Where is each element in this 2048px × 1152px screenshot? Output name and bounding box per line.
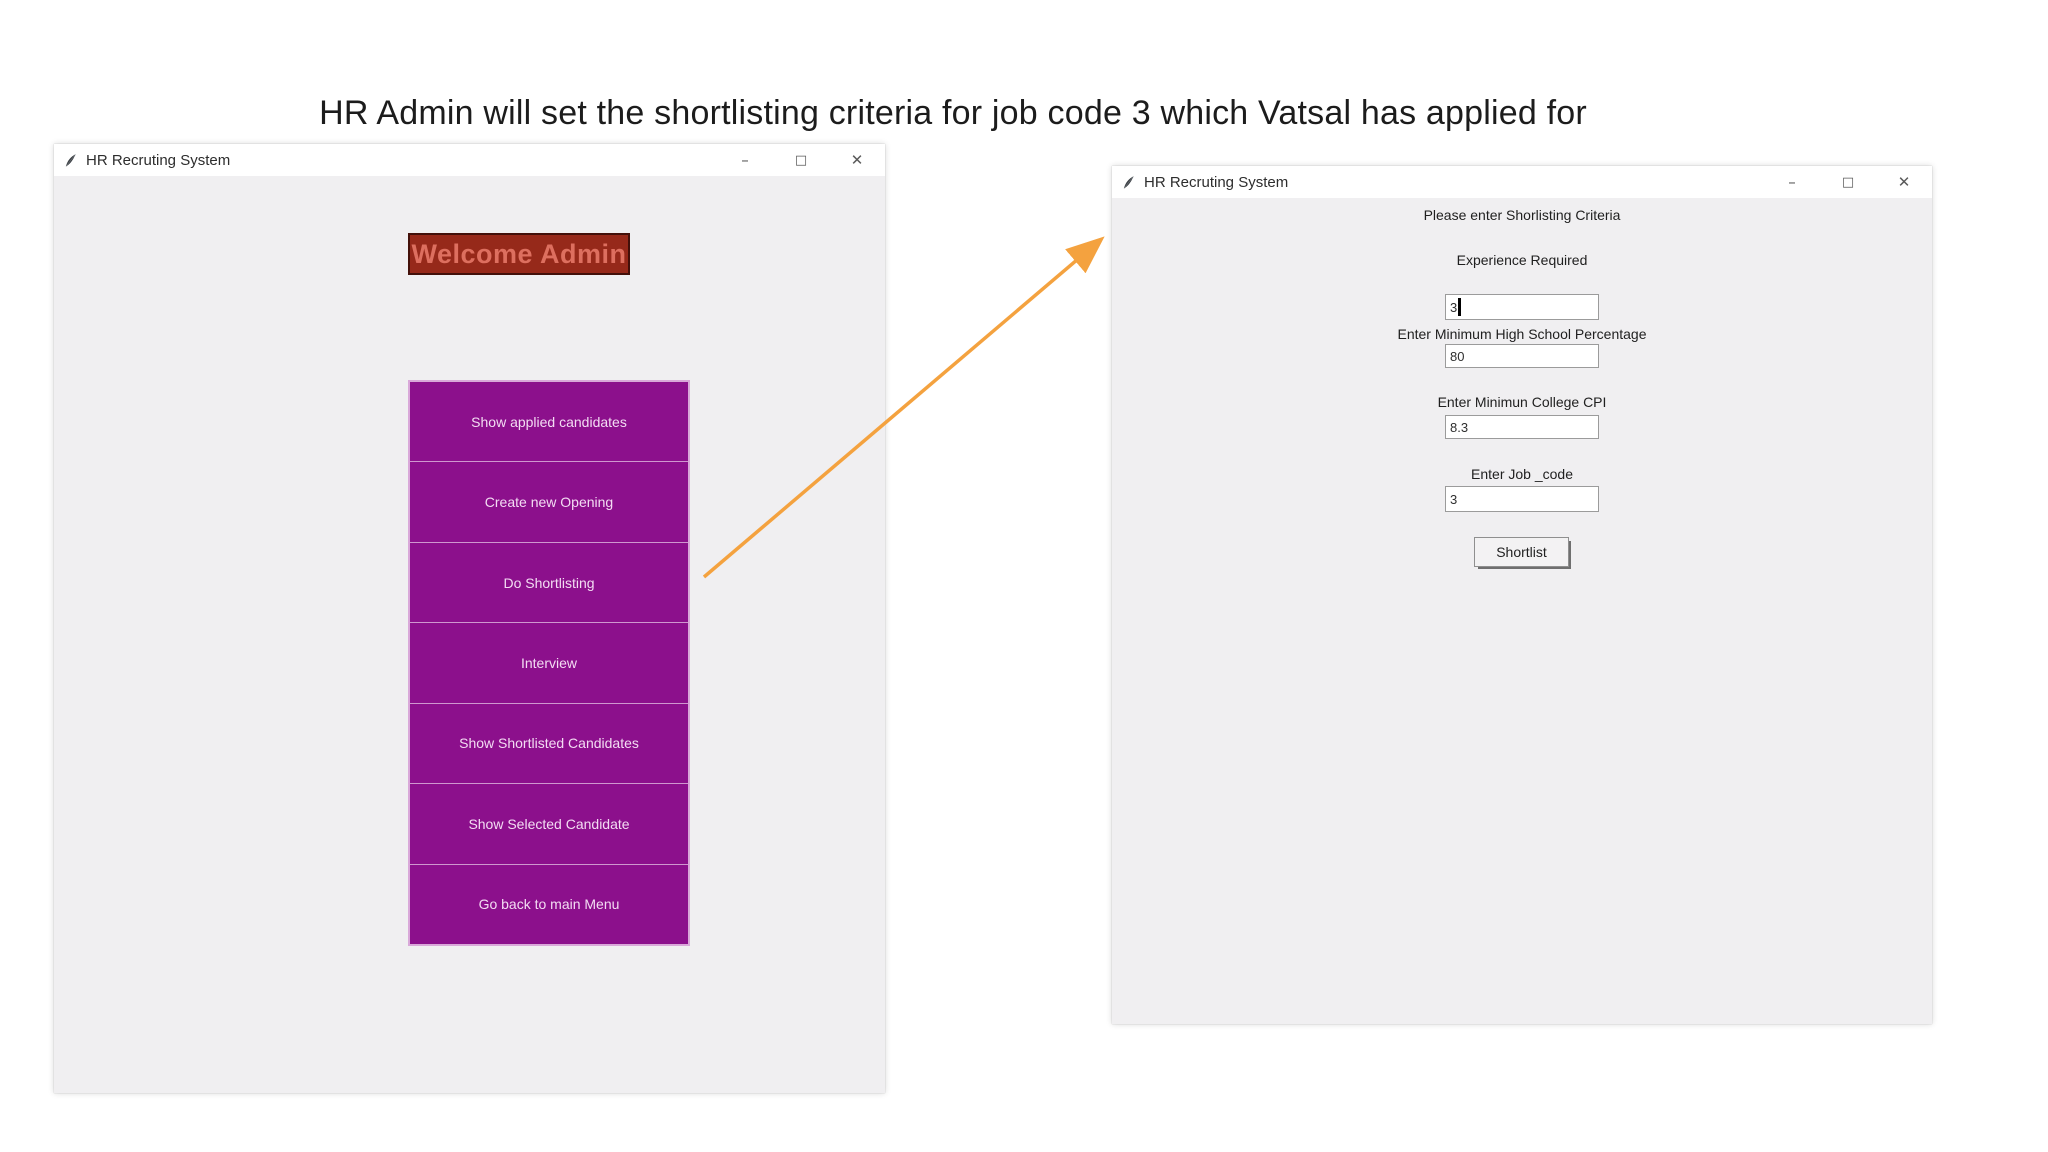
titlebar: HR Recruting System – □ ✕ <box>1112 166 1932 198</box>
min-high-school-percentage-input[interactable] <box>1445 344 1599 368</box>
experience-required-field-wrap <box>1445 294 1599 320</box>
label-min-college-cpi: Enter Minimun College CPI <box>1437 394 1607 410</box>
titlebar: HR Recruting System – □ ✕ <box>54 144 885 176</box>
maximize-button[interactable]: □ <box>1841 174 1855 190</box>
admin-menu: Show applied candidates Create new Openi… <box>408 380 690 946</box>
window-controls: – □ ✕ <box>1764 166 1932 198</box>
menu-button-show-selected[interactable]: Show Selected Candidate <box>410 783 688 863</box>
shortlist-button[interactable]: Shortlist <box>1474 537 1569 567</box>
menu-button-go-back-main-menu[interactable]: Go back to main Menu <box>410 863 688 944</box>
menu-button-show-applied-candidates[interactable]: Show applied candidates <box>410 382 688 461</box>
window-shortlisting-form: HR Recruting System – □ ✕ Please enter S… <box>1112 166 1932 1024</box>
close-button[interactable]: ✕ <box>1897 173 1911 191</box>
window-title: HR Recruting System <box>1144 173 1289 191</box>
window-title: HR Recruting System <box>86 151 231 169</box>
experience-required-input[interactable] <box>1445 294 1599 320</box>
page-heading: HR Admin will set the shortlisting crite… <box>319 94 1587 132</box>
label-experience-required: Experience Required <box>1456 252 1588 268</box>
window-content <box>1112 198 1932 1024</box>
close-button[interactable]: ✕ <box>850 151 864 169</box>
tk-feather-icon <box>65 153 76 167</box>
tk-feather-icon <box>1123 175 1134 189</box>
menu-button-show-shortlisted[interactable]: Show Shortlisted Candidates <box>410 702 688 783</box>
menu-button-interview[interactable]: Interview <box>410 622 688 702</box>
job-code-input[interactable] <box>1445 486 1599 512</box>
welcome-admin-banner: Welcome Admin <box>408 233 630 275</box>
window-controls: – □ ✕ <box>717 144 885 176</box>
maximize-button[interactable]: □ <box>794 152 808 168</box>
window-admin-menu: HR Recruting System – □ ✕ Welcome Admin … <box>54 144 885 1093</box>
menu-button-do-shortlisting[interactable]: Do Shortlisting <box>410 541 688 622</box>
menu-button-create-new-opening[interactable]: Create new Opening <box>410 461 688 541</box>
min-college-cpi-input[interactable] <box>1445 415 1599 439</box>
label-min-high-school-percentage: Enter Minimum High School Percentage <box>1397 326 1647 342</box>
minimize-button[interactable]: – <box>741 151 749 169</box>
label-job-code: Enter Job _code <box>1471 466 1573 482</box>
form-heading: Please enter Shorlisting Criteria <box>1423 207 1621 223</box>
minimize-button[interactable]: – <box>1788 173 1796 191</box>
